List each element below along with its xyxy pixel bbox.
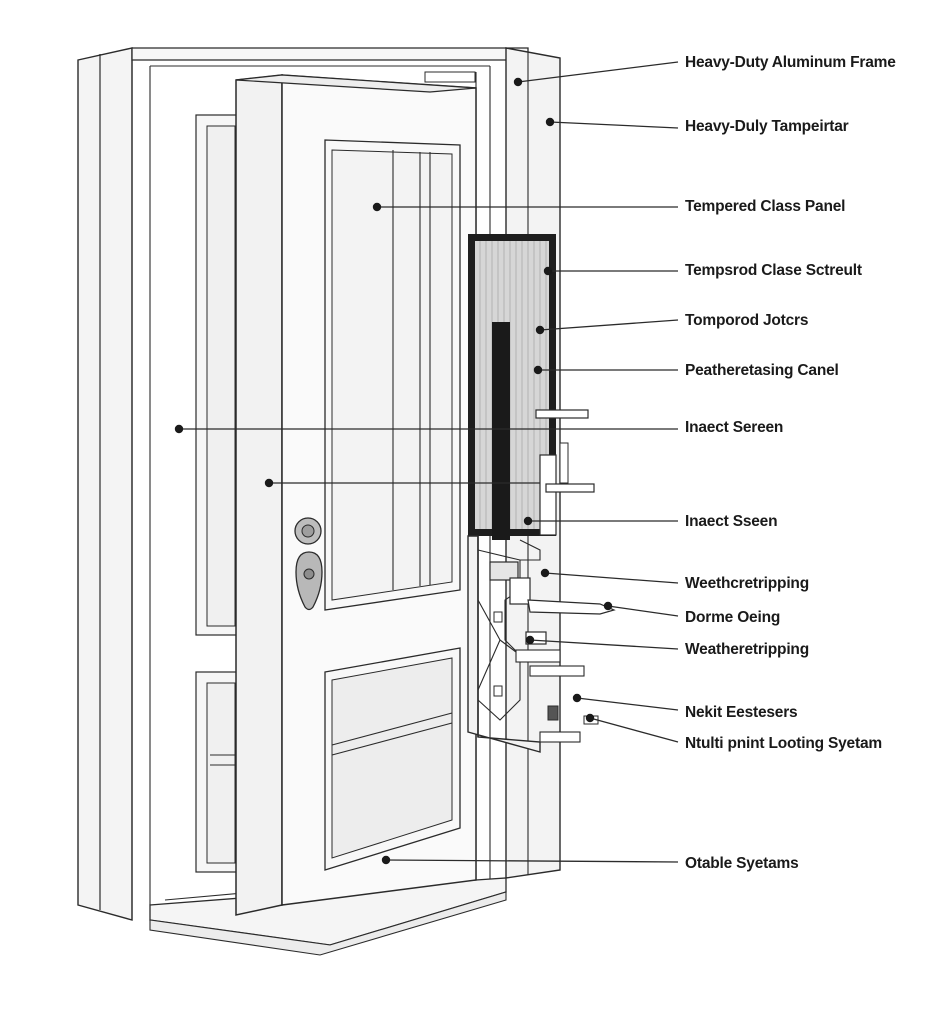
door-handle — [294, 517, 323, 611]
label-dorme-oeing: Dorme Oeing — [685, 609, 780, 626]
label-weatherstripping-1: Weethcretripping — [685, 575, 809, 592]
label-peatheretasing-canel: Peatheretasing Canel — [685, 362, 839, 379]
label-tomporod-jotcrs: Tomporod Jotcrs — [685, 312, 808, 329]
label-insect-screen-1: Inaect Sereen — [685, 419, 783, 436]
label-glass-sctreult: Tempsrod Clase Sctreult — [685, 262, 862, 279]
label-otable-syetams: Otable Syetams — [685, 855, 799, 872]
label-tempered-glass-panel: Tempered Class Panel — [685, 198, 845, 215]
callout-labels: Heavy-Duty Aluminum Frame Heavy-Duly Tam… — [685, 54, 896, 872]
multipoint-lock-assembly — [467, 409, 616, 753]
label-tampeirtar: Heavy-Duly Tampeirtar — [685, 118, 849, 135]
leader-lines — [174, 61, 679, 865]
label-weatherstripping-2: Weatheretripping — [685, 641, 809, 658]
back-sash — [195, 114, 239, 873]
label-nekit-eestesers: Nekit Eestesers — [685, 704, 797, 721]
insect-screen-exploded — [468, 234, 569, 540]
label-multipoint-locking-system: Ntulti pnint Looting Syetam — [685, 735, 882, 752]
label-insect-screen-2: Inaect Sseen — [685, 513, 777, 530]
upper-glass-panel — [324, 139, 461, 611]
lower-glass-panel — [324, 647, 461, 871]
label-aluminum-frame: Heavy-Duty Aluminum Frame — [685, 54, 896, 71]
